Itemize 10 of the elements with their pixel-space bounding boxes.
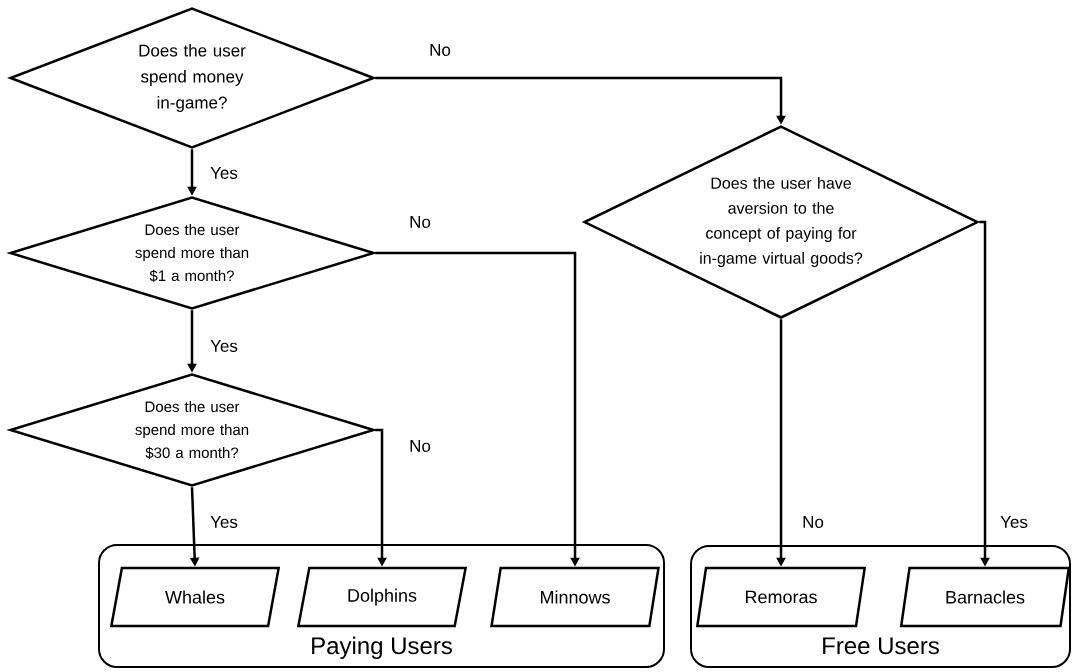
edge-label: No [430,44,451,56]
edge-label: Yes [210,516,238,528]
edge-label: No [803,516,824,528]
edge-label: Yes [210,340,238,352]
edge-label: No [410,440,431,452]
output-parallelogram: Minnows [490,566,660,628]
edge-label: Yes [210,167,238,179]
edge-label: No [410,216,431,228]
output-parallelogram: Barnacles [899,566,1071,628]
edge-label: Yes [1000,516,1028,528]
